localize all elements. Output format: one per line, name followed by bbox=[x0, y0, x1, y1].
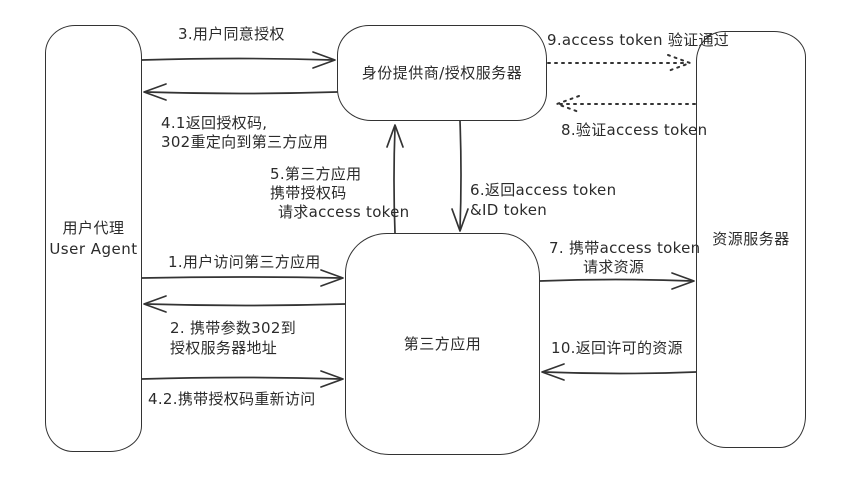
edge-label-8-line: 8.验证access token bbox=[561, 121, 708, 139]
edge-label-10: 10.返回许可的资源 bbox=[551, 339, 683, 358]
edge-label-2-line2: 授权服务器地址 bbox=[170, 339, 278, 357]
edge-label-9: 9.access token 验证通过 bbox=[547, 31, 729, 50]
node-third-party-app: 第三方应用 bbox=[345, 233, 540, 455]
edge-label-9-line: 9.access token 验证通过 bbox=[547, 31, 730, 49]
edge-label-2: 2. 携带参数302到 授权服务器地址 bbox=[170, 318, 296, 358]
edge-label-3: 3.用户同意授权 bbox=[178, 25, 285, 44]
edge-label-7-line1: 7. 携带access token bbox=[549, 239, 701, 257]
arrow-9-token-verified bbox=[547, 54, 691, 72]
edge-label-4-1-line2: 302重定向到第三方应用 bbox=[161, 133, 329, 151]
node-third-party-app-title: 第三方应用 bbox=[403, 334, 482, 353]
edge-label-4-2: 4.2.携带授权码重新访问 bbox=[148, 390, 316, 409]
edge-label-3-line: 3.用户同意授权 bbox=[178, 25, 285, 43]
arrow-5-request-access-token bbox=[386, 124, 404, 234]
edge-label-4-2-line: 4.2.携带授权码重新访问 bbox=[148, 390, 316, 408]
edge-label-6-line2: &ID token bbox=[470, 201, 548, 219]
node-user-agent: 用户代理 User Agent bbox=[45, 25, 142, 452]
arrow-3-user-consent bbox=[141, 51, 336, 69]
edge-label-1: 1.用户访问第三方应用 bbox=[168, 253, 321, 272]
edge-label-5-line1: 5.第三方应用 bbox=[270, 165, 362, 183]
node-user-agent-subtitle: User Agent bbox=[49, 239, 138, 258]
edge-label-1-line: 1.用户访问第三方应用 bbox=[168, 253, 321, 271]
edge-label-8: 8.验证access token bbox=[561, 121, 707, 140]
node-resource-server: 资源服务器 bbox=[696, 31, 806, 448]
arrow-2-redirect-302 bbox=[143, 295, 346, 313]
arrow-8-verify-access-token bbox=[556, 95, 696, 113]
arrow-4-1-return-auth-code bbox=[143, 83, 338, 101]
node-resource-server-title: 资源服务器 bbox=[712, 230, 790, 248]
arrow-7-request-resource bbox=[539, 272, 695, 290]
edge-label-5: 5.第三方应用 携带授权码 请求access token bbox=[270, 165, 409, 222]
edge-label-4-1: 4.1返回授权码, 302重定向到第三方应用 bbox=[161, 114, 328, 152]
edge-label-10-line: 10.返回许可的资源 bbox=[551, 339, 683, 357]
edge-label-7-line2: 请求资源 bbox=[583, 258, 645, 276]
arrow-4-2-revisit-with-code bbox=[141, 370, 344, 388]
arrow-10-return-resource bbox=[541, 363, 697, 381]
edge-label-6: 6.返回access token &ID token bbox=[470, 180, 616, 220]
node-auth-server: 身份提供商/授权服务器 bbox=[337, 25, 547, 121]
arrow-6-return-tokens bbox=[451, 120, 469, 232]
node-user-agent-title: 用户代理 bbox=[62, 218, 125, 237]
edge-label-5-line2: 携带授权码 bbox=[270, 184, 347, 202]
arrow-1-user-access-app bbox=[141, 269, 344, 287]
edge-label-6-line1: 6.返回access token bbox=[470, 181, 617, 199]
edge-label-5-line3: 请求access token bbox=[278, 203, 410, 221]
edge-label-2-line1: 2. 携带参数302到 bbox=[170, 319, 297, 337]
edge-label-4-1-line1: 4.1返回授权码, bbox=[161, 114, 268, 132]
node-auth-server-title: 身份提供商/授权服务器 bbox=[361, 63, 523, 82]
edge-label-7: 7. 携带access token 请求资源 bbox=[549, 239, 700, 277]
